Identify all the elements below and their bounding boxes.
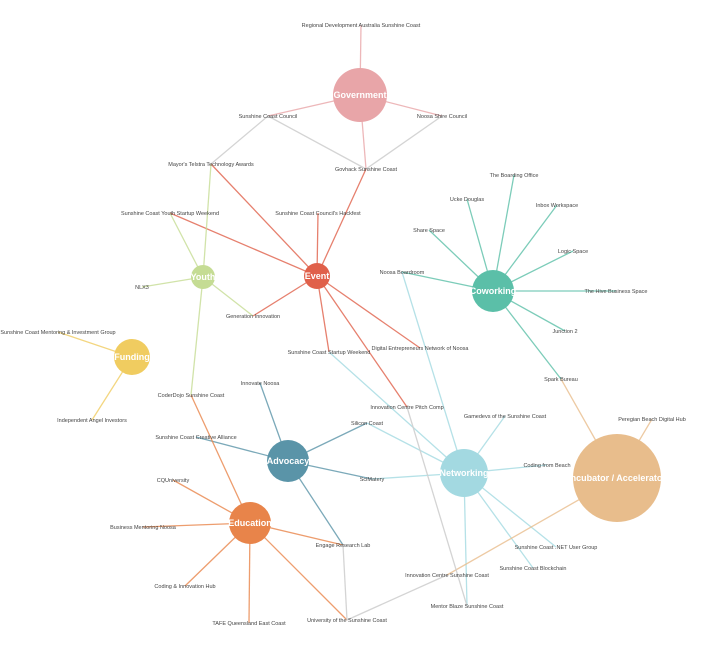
- node-label-govhack[interactable]: Govhack Sunshine Coast: [335, 167, 398, 173]
- hub-node-youth[interactable]: Youth: [191, 265, 216, 289]
- node-label-peregian[interactable]: Peregian Beach Digital Hub: [618, 417, 686, 423]
- hub-label: Coworking: [470, 286, 517, 296]
- edge-event-denn: [316, 275, 421, 349]
- node-label-tafe[interactable]: TAFE Queensland East Coast: [212, 621, 286, 627]
- edge-pitch-mentorblaze: [406, 406, 468, 607]
- hub-label: Event: [305, 271, 330, 281]
- hub-circle[interactable]: [333, 68, 387, 122]
- node-label-creative[interactable]: Sunshine Coast Creative Alliance: [155, 435, 236, 441]
- edge-education-usc: [249, 522, 348, 621]
- hub-node-education[interactable]: Education: [228, 502, 272, 544]
- hub-label: Education: [228, 518, 272, 528]
- node-label-nlx3[interactable]: NLX3: [135, 285, 149, 291]
- nodes-layer: Regional Development Australia Sunshine …: [0, 23, 685, 627]
- node-label-silicon[interactable]: Silicon Coast: [351, 421, 384, 427]
- node-label-angel[interactable]: Independent Angel Investors: [57, 418, 127, 424]
- node-label-noosaboard[interactable]: Noosa Boardroom: [380, 270, 425, 276]
- edge-icsc-usc: [346, 574, 448, 621]
- node-label-codingbeach[interactable]: Coding from Beach: [523, 463, 570, 469]
- hub-node-networking[interactable]: Networking: [439, 449, 489, 497]
- node-label-scc[interactable]: Sunshine Coast Council: [239, 114, 298, 120]
- edge-event-mayor: [210, 163, 318, 277]
- node-label-usc[interactable]: University of the Sunshine Coast: [307, 618, 387, 624]
- edge-youth-mayor: [202, 163, 212, 278]
- node-label-dotnet[interactable]: Sunshine Coast .NET User Group: [515, 545, 598, 551]
- hub-node-incubator[interactable]: Incubator / Accelerator: [568, 434, 666, 522]
- node-label-hive[interactable]: The Hive Business Space: [585, 289, 648, 295]
- edge-networking-scsw: [328, 351, 465, 474]
- node-label-spark[interactable]: Spark Bureau: [544, 377, 578, 383]
- edge-nsc-govhack: [365, 115, 443, 170]
- hub-label: Youth: [191, 272, 216, 282]
- edge-engage-usc: [342, 544, 348, 621]
- node-label-mayor[interactable]: Mayor's Telstra Technology Awards: [168, 162, 254, 168]
- hub-circle[interactable]: [304, 263, 330, 289]
- hub-circle[interactable]: [440, 449, 488, 497]
- node-label-cih[interactable]: Coding & Innovation Hub: [154, 584, 215, 590]
- node-label-blockchain[interactable]: Sunshine Coast Blockchain: [500, 566, 567, 572]
- node-label-ysw[interactable]: Sunshine Coast Youth Startup Weekend: [121, 211, 219, 217]
- node-label-denn[interactable]: Digital Entrepreneurs Network of Noosa: [372, 346, 470, 352]
- node-label-scimatery[interactable]: SciMatery: [360, 477, 385, 483]
- node-label-pitch[interactable]: Innovation Centre Pitch Comp: [370, 405, 443, 411]
- node-label-rda[interactable]: Regional Development Australia Sunshine …: [302, 23, 421, 29]
- hub-circle[interactable]: [191, 265, 215, 289]
- edge-event-ysw: [169, 212, 318, 277]
- hub-circle[interactable]: [229, 502, 271, 544]
- hub-label: Advocacy: [267, 456, 310, 466]
- hub-label: Incubator / Accelerator: [568, 473, 666, 483]
- hub-circle[interactable]: [573, 434, 661, 522]
- edge-education-coderdojo: [190, 394, 251, 524]
- hub-circle[interactable]: [472, 270, 514, 312]
- hub-node-coworking[interactable]: Coworking: [470, 270, 517, 312]
- edge-youth-ysw: [169, 212, 204, 278]
- node-label-scsw[interactable]: Sunshine Coast Startup Weekend: [288, 350, 371, 356]
- hub-label: Government: [333, 90, 386, 100]
- node-label-innovatenoosa[interactable]: Innovate Noosa: [241, 381, 280, 387]
- node-label-gamedevs[interactable]: Gamedevs of the Sunshine Coast: [464, 414, 547, 420]
- node-label-geninno[interactable]: Generation Innovation: [226, 314, 280, 320]
- node-label-scmig[interactable]: Sunshine Coast Mentoring & Investment Gr…: [0, 330, 115, 336]
- node-label-inbox[interactable]: Inbox Workspace: [536, 203, 578, 209]
- node-label-boarding[interactable]: The Boarding Office: [490, 173, 539, 179]
- edge-youth-coderdojo: [190, 276, 204, 396]
- hub-node-event[interactable]: Event: [304, 263, 330, 289]
- node-label-logic[interactable]: Logic Space: [558, 249, 588, 255]
- edge-networking-noosaboard: [401, 271, 465, 474]
- hub-node-funding[interactable]: Funding: [114, 339, 150, 375]
- node-label-ucke[interactable]: Ucke Douglas: [450, 197, 484, 203]
- node-label-coderdojo[interactable]: CoderDojo Sunshine Coast: [158, 393, 225, 399]
- node-label-share[interactable]: Share Space: [413, 228, 445, 234]
- edge-scc-mayor: [210, 115, 269, 165]
- hub-node-government[interactable]: Government: [333, 68, 387, 122]
- node-label-bmn[interactable]: Business Mentoring Noosa: [110, 525, 177, 531]
- hub-circle[interactable]: [267, 440, 309, 482]
- edge-scc-govhack: [267, 115, 367, 170]
- node-label-mentorblaze[interactable]: Mentor Blaze Sunshine Coast: [431, 604, 504, 610]
- node-label-cqu[interactable]: CQUniversity: [157, 478, 190, 484]
- hub-node-advocacy[interactable]: Advocacy: [267, 440, 310, 482]
- node-label-junction2[interactable]: Junction 2: [552, 329, 577, 335]
- node-label-nsc[interactable]: Noosa Shire Council: [417, 114, 467, 120]
- edge-event-govhack: [316, 168, 367, 277]
- node-label-engage[interactable]: Engage Research Lab: [316, 543, 371, 549]
- hub-label: Funding: [114, 352, 150, 362]
- edge-event-pitch: [316, 275, 408, 408]
- node-label-icsc[interactable]: Innovation Centre Sunshine Coast: [405, 573, 489, 579]
- hub-circle[interactable]: [114, 339, 150, 375]
- node-label-hackfest[interactable]: Sunshine Coast Council's Hackfest: [275, 211, 361, 217]
- hub-label: Networking: [439, 468, 488, 478]
